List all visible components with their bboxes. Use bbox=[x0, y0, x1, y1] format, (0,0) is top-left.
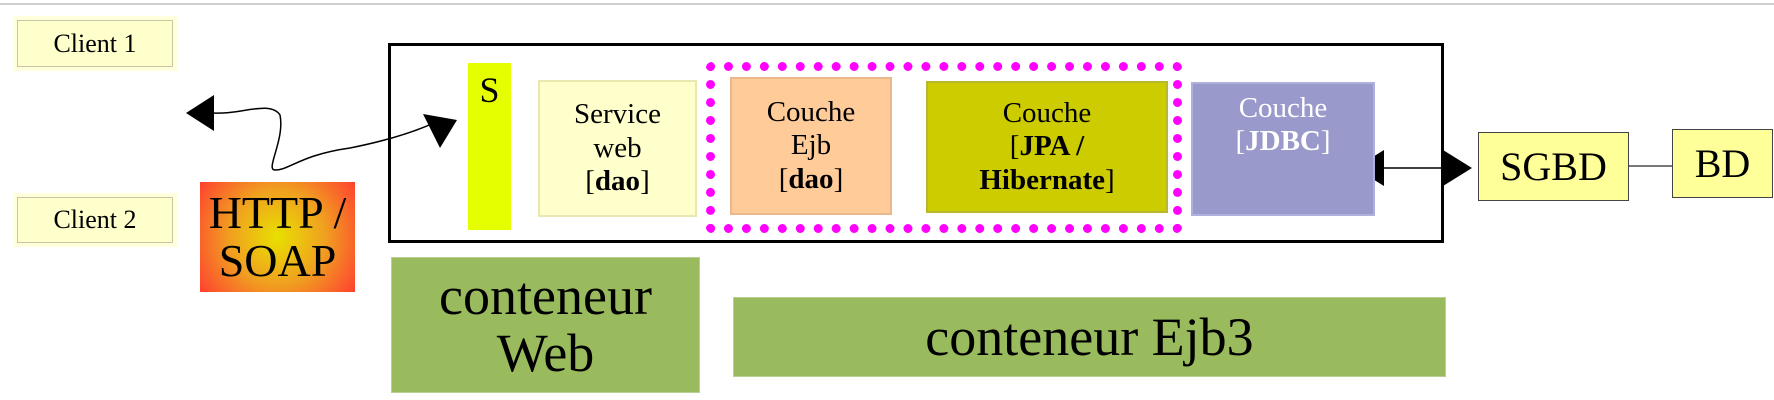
bracket: ] bbox=[833, 162, 844, 195]
couche-jpa-layer: Couche [JPA / Hibernate] bbox=[926, 81, 1168, 213]
server-box bbox=[388, 43, 1444, 243]
web-container-line-2: Web bbox=[496, 323, 595, 383]
client-1-box: Client 1 bbox=[17, 20, 173, 67]
ejb3-container-label: conteneur Ejb3 bbox=[733, 297, 1446, 377]
couche-ejb-line-2: Ejb bbox=[790, 129, 832, 162]
client-1-label: Client 1 bbox=[53, 28, 137, 58]
bracket: [ bbox=[1009, 130, 1020, 163]
web-container-label: conteneur Web bbox=[391, 257, 700, 393]
bracket: [ bbox=[778, 162, 789, 195]
service-web-dao: dao bbox=[594, 165, 641, 198]
bracket: [ bbox=[585, 165, 595, 198]
couche-ejb-line-1: Couche bbox=[766, 95, 856, 128]
client-2-box: Client 2 bbox=[17, 197, 173, 243]
jpa-label: JPA / bbox=[1019, 130, 1085, 163]
service-web-line-2: web bbox=[593, 131, 642, 164]
couche-ejb-layer: Couche Ejb [dao] bbox=[730, 77, 892, 215]
ejb3-container-text: conteneur Ejb3 bbox=[925, 306, 1254, 367]
couche-jdbc-line-1: Couche bbox=[1238, 92, 1328, 124]
arrow-head-left-icon bbox=[186, 95, 214, 131]
service-web-line-1: Service bbox=[574, 98, 661, 131]
jdbc-label: JDBC bbox=[1245, 125, 1321, 158]
bd-label: BD bbox=[1694, 141, 1751, 186]
sgbd-label: SGBD bbox=[1500, 144, 1607, 189]
bracket: ] bbox=[1104, 163, 1115, 196]
protocol-line-1: HTTP / bbox=[208, 186, 347, 238]
sgbd-box: SGBD bbox=[1478, 132, 1629, 201]
arrow-head-sgbd-icon bbox=[1443, 150, 1472, 186]
http-wave-connector bbox=[212, 107, 441, 171]
bracket: [ bbox=[1235, 125, 1246, 158]
ejb-dotted-group bbox=[706, 62, 1182, 233]
bd-box: BD bbox=[1672, 129, 1773, 198]
bracket: ] bbox=[640, 165, 650, 198]
http-soap-label: HTTP / SOAP bbox=[200, 182, 355, 292]
couche-jpa-line-1: Couche bbox=[1002, 96, 1092, 129]
top-divider bbox=[0, 3, 1774, 5]
s-label: S bbox=[479, 70, 500, 110]
bracket: ] bbox=[1320, 125, 1331, 158]
protocol-line-2: SOAP bbox=[218, 235, 337, 286]
client-2-label: Client 2 bbox=[53, 205, 137, 234]
hibernate-label: Hibernate bbox=[979, 163, 1105, 196]
arrow-head-right-icon bbox=[423, 114, 457, 148]
couche-ejb-dao: dao bbox=[788, 162, 834, 195]
web-container-line-1: conteneur bbox=[439, 266, 652, 327]
service-web-layer: Service web [dao] bbox=[538, 80, 697, 217]
s-bar: S bbox=[468, 63, 511, 230]
couche-jdbc-layer: Couche [JDBC] bbox=[1191, 82, 1375, 216]
